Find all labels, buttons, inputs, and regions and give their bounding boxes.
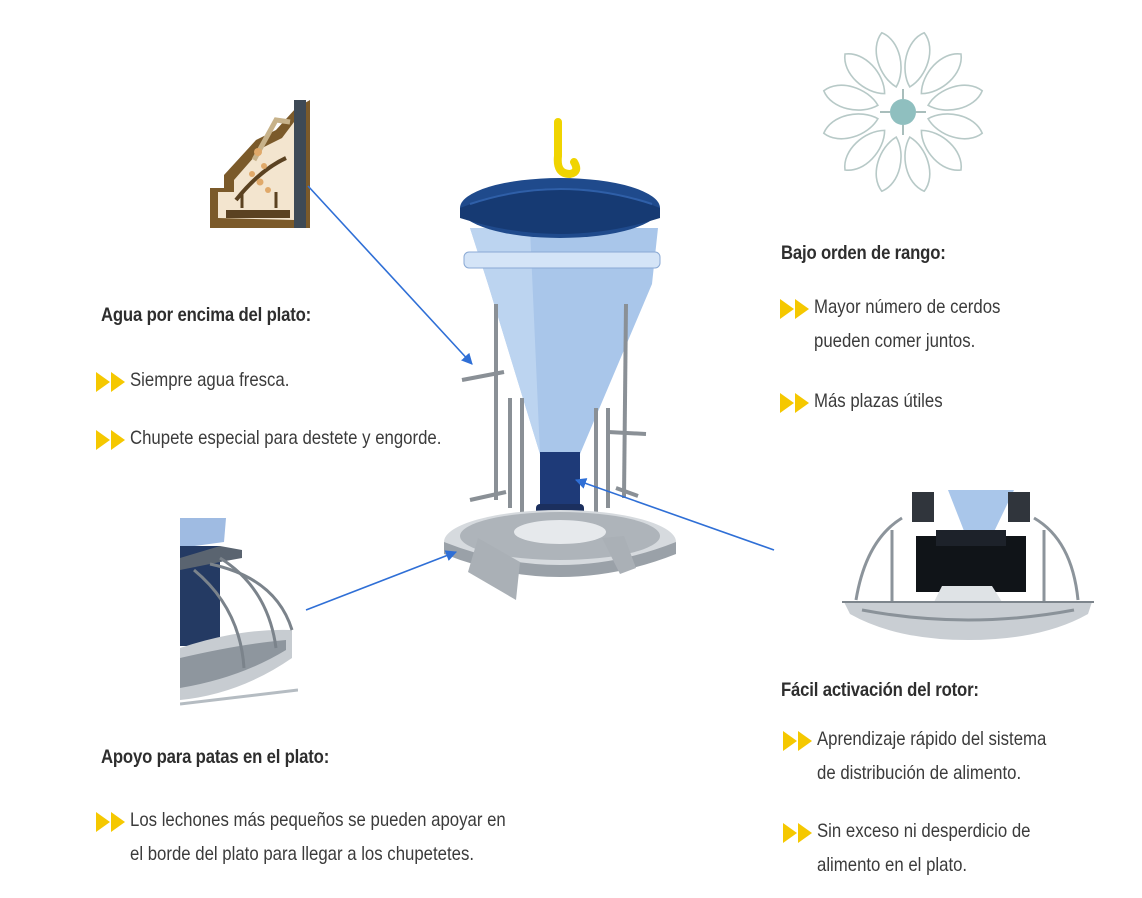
- rank-item-2: Más plazas útiles: [780, 390, 964, 418]
- diagram-petal: [822, 113, 879, 140]
- rotor-item-2: Sin exceso ni desperdicio de alimento en…: [783, 820, 1065, 882]
- arrow-water: [307, 185, 473, 365]
- legs-item-1-line-1: Los lechones más pequeños se pueden apoy…: [130, 809, 506, 831]
- rank-heading: Bajo orden de rango:: [781, 243, 946, 264]
- legs-item-1: Los lechones más pequeños se pueden apoy…: [96, 809, 567, 871]
- water-heading: Agua por encima del plato:: [101, 305, 312, 326]
- double-chevron-right-icon: [96, 812, 130, 832]
- water-item-2: Chupete especial para destete y engorde.: [96, 427, 492, 455]
- rotor-item-1: Aprendizaje rápido del sistema de distri…: [783, 728, 1084, 790]
- diagram-petal: [875, 31, 902, 88]
- water-item-2-text: Chupete especial para destete y engorde.: [130, 427, 442, 449]
- diagram-petal: [904, 136, 931, 193]
- diagram-petal: [844, 129, 886, 171]
- diagram-petal: [904, 31, 931, 88]
- trough-edge-detail-image: [180, 518, 298, 712]
- rotor-item-1-line-1: Aprendizaje rápido del sistema: [817, 728, 1047, 750]
- legs-heading: Apoyo para patas en el plato:: [101, 747, 330, 768]
- rank-item-1: Mayor número de cerdos pueden comer junt…: [780, 296, 1031, 358]
- double-chevron-right-icon: [96, 430, 130, 450]
- rank-item-2-text: Más plazas útiles: [814, 390, 943, 412]
- diagram-petal: [920, 129, 962, 171]
- water-nipple-detail-image: [206, 100, 310, 230]
- rank-item-1-line-1: Mayor número de cerdos: [814, 296, 1001, 318]
- rotor-item-1-line-2: de distribución de alimento.: [817, 762, 1022, 784]
- double-chevron-right-icon: [780, 299, 814, 319]
- double-chevron-right-icon: [783, 731, 817, 751]
- diagram-petal: [844, 53, 886, 95]
- diagram-petal: [875, 136, 902, 193]
- arrow-rotor: [574, 478, 775, 551]
- rotor-item-2-line-1: Sin exceso ni desperdicio de: [817, 820, 1031, 842]
- double-chevron-right-icon: [96, 372, 130, 392]
- diagram-petal: [822, 84, 879, 111]
- feeding-places-diagram: [822, 31, 984, 193]
- arrow-legs: [305, 550, 458, 611]
- double-chevron-right-icon: [783, 823, 817, 843]
- rotor-heading: Fácil activación del rotor:: [781, 680, 979, 701]
- double-chevron-right-icon: [780, 393, 814, 413]
- diagram-petal: [927, 113, 984, 140]
- water-item-1-text: Siempre agua fresca.: [130, 369, 290, 391]
- rotor-item-2-line-2: alimento en el plato.: [817, 854, 968, 876]
- rotor-detail-image: [842, 490, 1094, 644]
- legs-item-1-line-2: el borde del plato para llegar a los chu…: [130, 843, 475, 865]
- diagram-petal: [920, 53, 962, 95]
- feeder-main-image: [444, 118, 676, 600]
- diagram-petal: [927, 84, 984, 111]
- rank-item-1-line-2: pueden comer juntos.: [814, 330, 976, 352]
- water-item-1: Siempre agua fresca.: [96, 369, 315, 397]
